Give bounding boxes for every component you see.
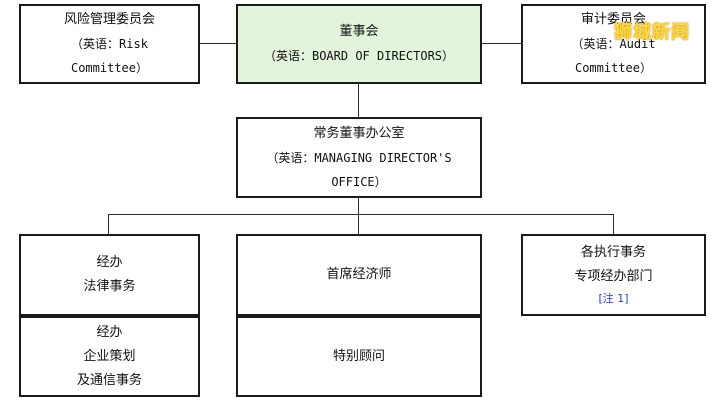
audit-committee-name: 审计委员会 xyxy=(580,12,646,27)
exec-line-1: 各执行事务 xyxy=(580,245,646,260)
connector-risk-board xyxy=(199,43,237,44)
special-advisor-name: 特别顾问 xyxy=(332,348,385,364)
planning-line-3: 及通信事务 xyxy=(76,372,142,388)
md-office-name: 常务董事办公室 xyxy=(313,125,405,141)
chief-economist-box: 首席经济师 xyxy=(236,234,482,316)
connector-bus-exec xyxy=(613,214,614,235)
managing-director-office-box: 常务董事办公室 （英语：MANAGING DIRECTOR'S OFFICE） xyxy=(236,117,482,198)
risk-committee-english-2: Committee） xyxy=(70,61,149,75)
md-office-english-2: OFFICE） xyxy=(331,174,387,189)
connector-board-audit xyxy=(481,43,521,44)
connector-office-bus xyxy=(358,197,359,215)
risk-committee-english-1: （英语：Risk xyxy=(71,37,148,51)
corporate-planning-box: 经办 企业策划 及通信事务 xyxy=(19,314,200,397)
connector-bus-legal xyxy=(108,214,109,235)
legal-affairs-box: 经办 法律事务 xyxy=(19,234,200,316)
risk-committee-box: 风险管理委员会 （英语：Risk Committee） xyxy=(19,4,200,84)
watermark-logo: 狮城新闻 xyxy=(614,22,690,43)
chief-economist-name: 首席经济师 xyxy=(326,267,392,282)
board-name: 董事会 xyxy=(339,24,379,39)
audit-committee-english-1: （英语：Audit xyxy=(571,37,656,51)
exec-note: [注 1] xyxy=(598,292,629,305)
connector-bus-economist xyxy=(358,214,359,235)
legal-line-1: 经办 xyxy=(96,255,123,270)
risk-committee-name: 风险管理委员会 xyxy=(63,12,155,27)
legal-line-2: 法律事务 xyxy=(83,279,136,294)
planning-line-2: 企业策划 xyxy=(83,348,136,364)
audit-committee-box: 审计委员会 （英语：Audit Committee） xyxy=(521,4,706,84)
special-advisor-box: 特别顾问 xyxy=(236,314,482,397)
board-of-directors-box: 董事会 （英语：BOARD OF DIRECTORS） xyxy=(236,4,482,84)
exec-line-2: 专项经办部门 xyxy=(574,269,653,284)
connector-board-office xyxy=(358,84,359,118)
executive-departments-box: 各执行事务 专项经办部门 [注 1] xyxy=(521,234,706,316)
board-english: （英语：BOARD OF DIRECTORS） xyxy=(263,49,455,63)
planning-line-1: 经办 xyxy=(96,324,123,340)
md-office-english-1: （英语：MANAGING DIRECTOR'S xyxy=(266,150,452,165)
audit-committee-english-2: Committee） xyxy=(574,61,653,75)
connector-horizontal-bus xyxy=(108,214,613,215)
